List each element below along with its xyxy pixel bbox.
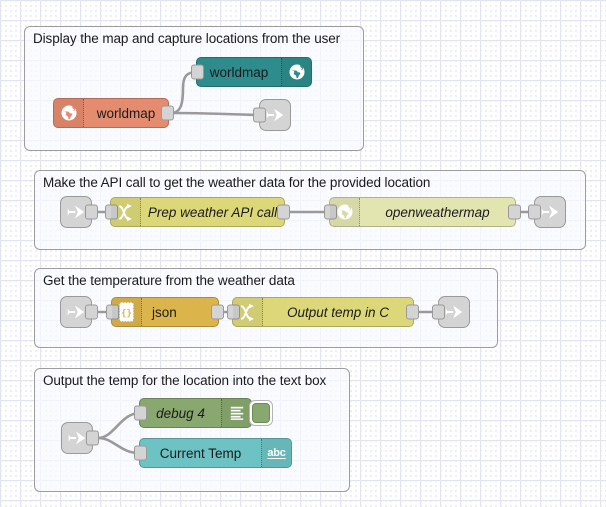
node-input-port[interactable] bbox=[106, 304, 119, 320]
node-input-port[interactable] bbox=[227, 304, 240, 320]
function-icon bbox=[111, 198, 141, 226]
globe-icon bbox=[281, 58, 311, 86]
node-link-out-temp[interactable] bbox=[432, 296, 470, 328]
node-output-port[interactable] bbox=[86, 430, 99, 446]
node-output-temp-in-c[interactable]: Output temp in C bbox=[227, 297, 419, 327]
group-display-map[interactable]: Display the map and capture locations fr… bbox=[24, 26, 364, 151]
link-out-icon bbox=[541, 205, 559, 219]
node-input-port[interactable] bbox=[105, 204, 118, 220]
link-in-icon bbox=[68, 431, 86, 445]
node-output-port[interactable] bbox=[406, 304, 419, 320]
node-label: json bbox=[152, 304, 177, 320]
node-link-out-api[interactable] bbox=[528, 196, 566, 228]
json-braces-icon: {} bbox=[112, 298, 142, 326]
group-label: Display the map and capture locations fr… bbox=[33, 31, 341, 46]
svg-text:{}: {} bbox=[121, 308, 132, 319]
node-label: worldmap bbox=[209, 64, 269, 80]
debug-enable-toggle[interactable] bbox=[249, 400, 273, 426]
group-label: Make the API call to get the weather dat… bbox=[43, 175, 431, 190]
node-input-port[interactable] bbox=[528, 204, 541, 220]
node-worldmap-display[interactable]: worldmap bbox=[191, 57, 312, 87]
function-icon bbox=[233, 298, 263, 326]
node-label: openweathermap bbox=[385, 204, 490, 220]
node-label: Prep weather API call bbox=[147, 204, 278, 220]
node-label: worldmap bbox=[96, 105, 156, 121]
node-json[interactable]: {} json bbox=[106, 297, 224, 327]
node-output-port[interactable] bbox=[277, 204, 290, 220]
node-label: debug 4 bbox=[156, 405, 205, 421]
node-current-temp[interactable]: Current Temp abc bbox=[134, 438, 292, 468]
node-label: Output temp in C bbox=[286, 304, 390, 320]
debug-toggle-indicator bbox=[252, 403, 270, 423]
node-debug-4[interactable]: debug 4 bbox=[134, 398, 273, 428]
node-input-port[interactable] bbox=[432, 304, 445, 320]
node-label: Current Temp bbox=[159, 445, 242, 461]
link-in-icon bbox=[67, 205, 85, 219]
node-input-port[interactable] bbox=[253, 107, 266, 123]
group-label: Get the temperature from the weather dat… bbox=[43, 273, 295, 288]
globe-icon bbox=[54, 99, 84, 127]
node-output-port[interactable] bbox=[161, 105, 174, 121]
node-output-port[interactable] bbox=[211, 304, 224, 320]
node-link-out-map[interactable] bbox=[253, 99, 291, 131]
group-label: Output the temp for the location into th… bbox=[43, 373, 327, 388]
node-openweathermap[interactable]: openweathermap bbox=[324, 197, 521, 227]
node-worldmap-input[interactable]: worldmap bbox=[53, 98, 174, 128]
node-output-port[interactable] bbox=[85, 204, 98, 220]
node-input-port[interactable] bbox=[324, 204, 337, 220]
node-input-port[interactable] bbox=[191, 64, 204, 80]
debug-lines-icon bbox=[221, 399, 251, 427]
abc-icon-glyph: abc bbox=[267, 447, 286, 459]
node-output-port[interactable] bbox=[508, 204, 521, 220]
node-link-in-output[interactable] bbox=[61, 422, 99, 454]
link-in-icon bbox=[67, 305, 85, 319]
link-out-icon bbox=[445, 305, 463, 319]
node-link-in-temp[interactable] bbox=[60, 296, 98, 328]
node-link-in-api[interactable] bbox=[60, 196, 98, 228]
abc-icon: abc bbox=[261, 439, 291, 467]
node-output-port[interactable] bbox=[85, 304, 98, 320]
globe-icon bbox=[330, 198, 360, 226]
node-prep-weather-api-call[interactable]: Prep weather API call bbox=[105, 197, 290, 227]
node-input-port[interactable] bbox=[134, 405, 147, 421]
link-out-icon bbox=[266, 108, 284, 122]
node-input-port[interactable] bbox=[134, 445, 147, 461]
